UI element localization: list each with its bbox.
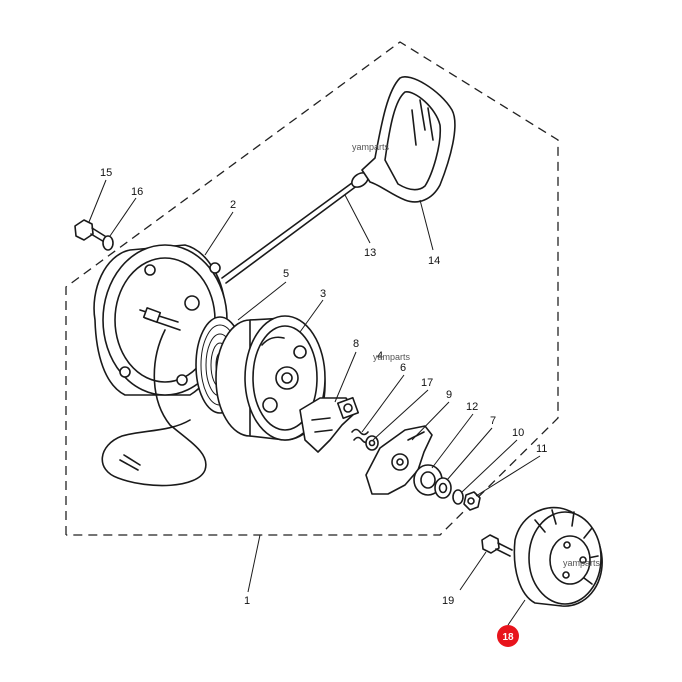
label-14: 14 — [428, 255, 440, 267]
washer-7 — [434, 477, 452, 499]
label-10: 10 — [512, 427, 524, 439]
pawl-spring — [351, 428, 379, 451]
label-4: 4 — [377, 350, 383, 362]
washer-10 — [452, 489, 464, 505]
label-7: 7 — [490, 415, 496, 427]
leader-lines — [88, 179, 541, 626]
friction-plate — [365, 425, 433, 495]
highlight-badge-circle[interactable] — [497, 625, 519, 647]
label-3: 3 — [320, 288, 326, 300]
starter-rope-loop — [101, 329, 207, 487]
washer-17 — [102, 235, 114, 251]
label-19: 19 — [442, 595, 454, 607]
nut-11 — [463, 491, 481, 511]
highlight-badge-18[interactable]: 18 — [497, 625, 519, 647]
starter-handle — [351, 76, 456, 203]
label-11: 11 — [536, 443, 547, 455]
label-15: 17 — [421, 377, 433, 389]
label-8: 8 — [353, 338, 359, 350]
watermark: yamparts — [352, 142, 390, 152]
watermark: yamparts — [373, 352, 411, 362]
starter-pulley-cup — [513, 506, 603, 607]
label-6: 6 — [400, 362, 406, 374]
bolt-19 — [481, 534, 513, 557]
label-2: 2 — [230, 199, 236, 211]
label-1: 1 — [244, 595, 250, 607]
label-17: 16 — [131, 186, 143, 198]
watermark: yamparts — [563, 558, 601, 568]
callout-labels: 15 16 2 13 14 5 3 8 4 6 17 9 12 7 10 11 … — [100, 167, 547, 607]
starter-rope — [221, 179, 359, 284]
watermarks: yamparts yamparts yamparts — [352, 142, 601, 568]
label-13: 13 — [364, 247, 376, 259]
label-9: 9 — [446, 389, 452, 401]
label-12: 12 — [466, 401, 478, 413]
pawl — [299, 396, 360, 453]
label-5: 5 — [283, 268, 289, 280]
assembly-boundary — [65, 41, 559, 536]
label-16: 15 — [100, 167, 112, 179]
label-18[interactable]: 18 — [502, 632, 514, 643]
